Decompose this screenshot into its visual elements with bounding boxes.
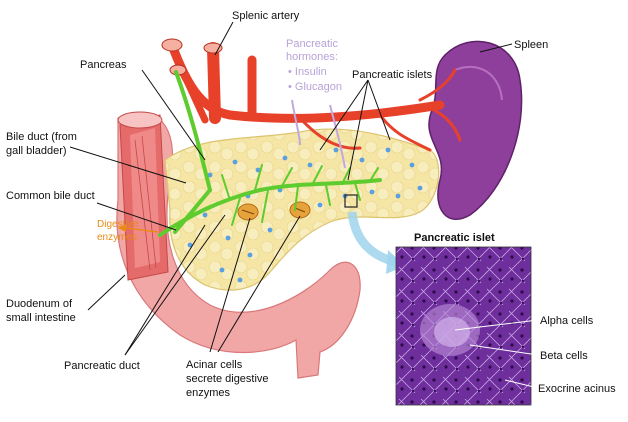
label-alpha-cells: Alpha cells <box>540 315 594 327</box>
label-acinar-2: secrete digestive <box>186 373 269 385</box>
label-insulin: • Insulin <box>288 66 327 78</box>
label-pancreas: Pancreas <box>80 59 127 71</box>
label-pancreatic-duct: Pancreatic duct <box>64 360 140 372</box>
label-spleen: Spleen <box>514 39 548 51</box>
spleen <box>429 41 522 219</box>
label-glucagon: • Glucagon <box>288 81 342 93</box>
label-beta-cells: Beta cells <box>540 350 588 362</box>
label-acinar-1: Acinar cells <box>186 359 243 371</box>
label-duodenum-1: Duodenum of <box>6 298 73 310</box>
label-islet-title: Pancreatic islet <box>414 232 495 244</box>
label-pancreatic-islets: Pancreatic islets <box>352 69 433 81</box>
label-digestive-enzymes-1: Digestive <box>97 219 139 230</box>
label-pancreatic-hormones: Pancreatic <box>286 38 338 50</box>
label-bile-duct-1: Bile duct (from <box>6 131 77 143</box>
label-pancreatic-hormones-2: hormones: <box>286 51 338 63</box>
label-bile-duct-2: gall bladder) <box>6 145 67 157</box>
label-acinar-3: enzymes <box>186 387 231 399</box>
label-splenic-artery: Splenic artery <box>232 10 300 22</box>
label-duodenum-2: small intestine <box>6 312 76 324</box>
label-exocrine-acinus: Exocrine acinus <box>538 383 616 395</box>
label-digestive-enzymes-2: enzymes <box>97 232 137 243</box>
label-common-bile-duct: Common bile duct <box>6 190 95 202</box>
